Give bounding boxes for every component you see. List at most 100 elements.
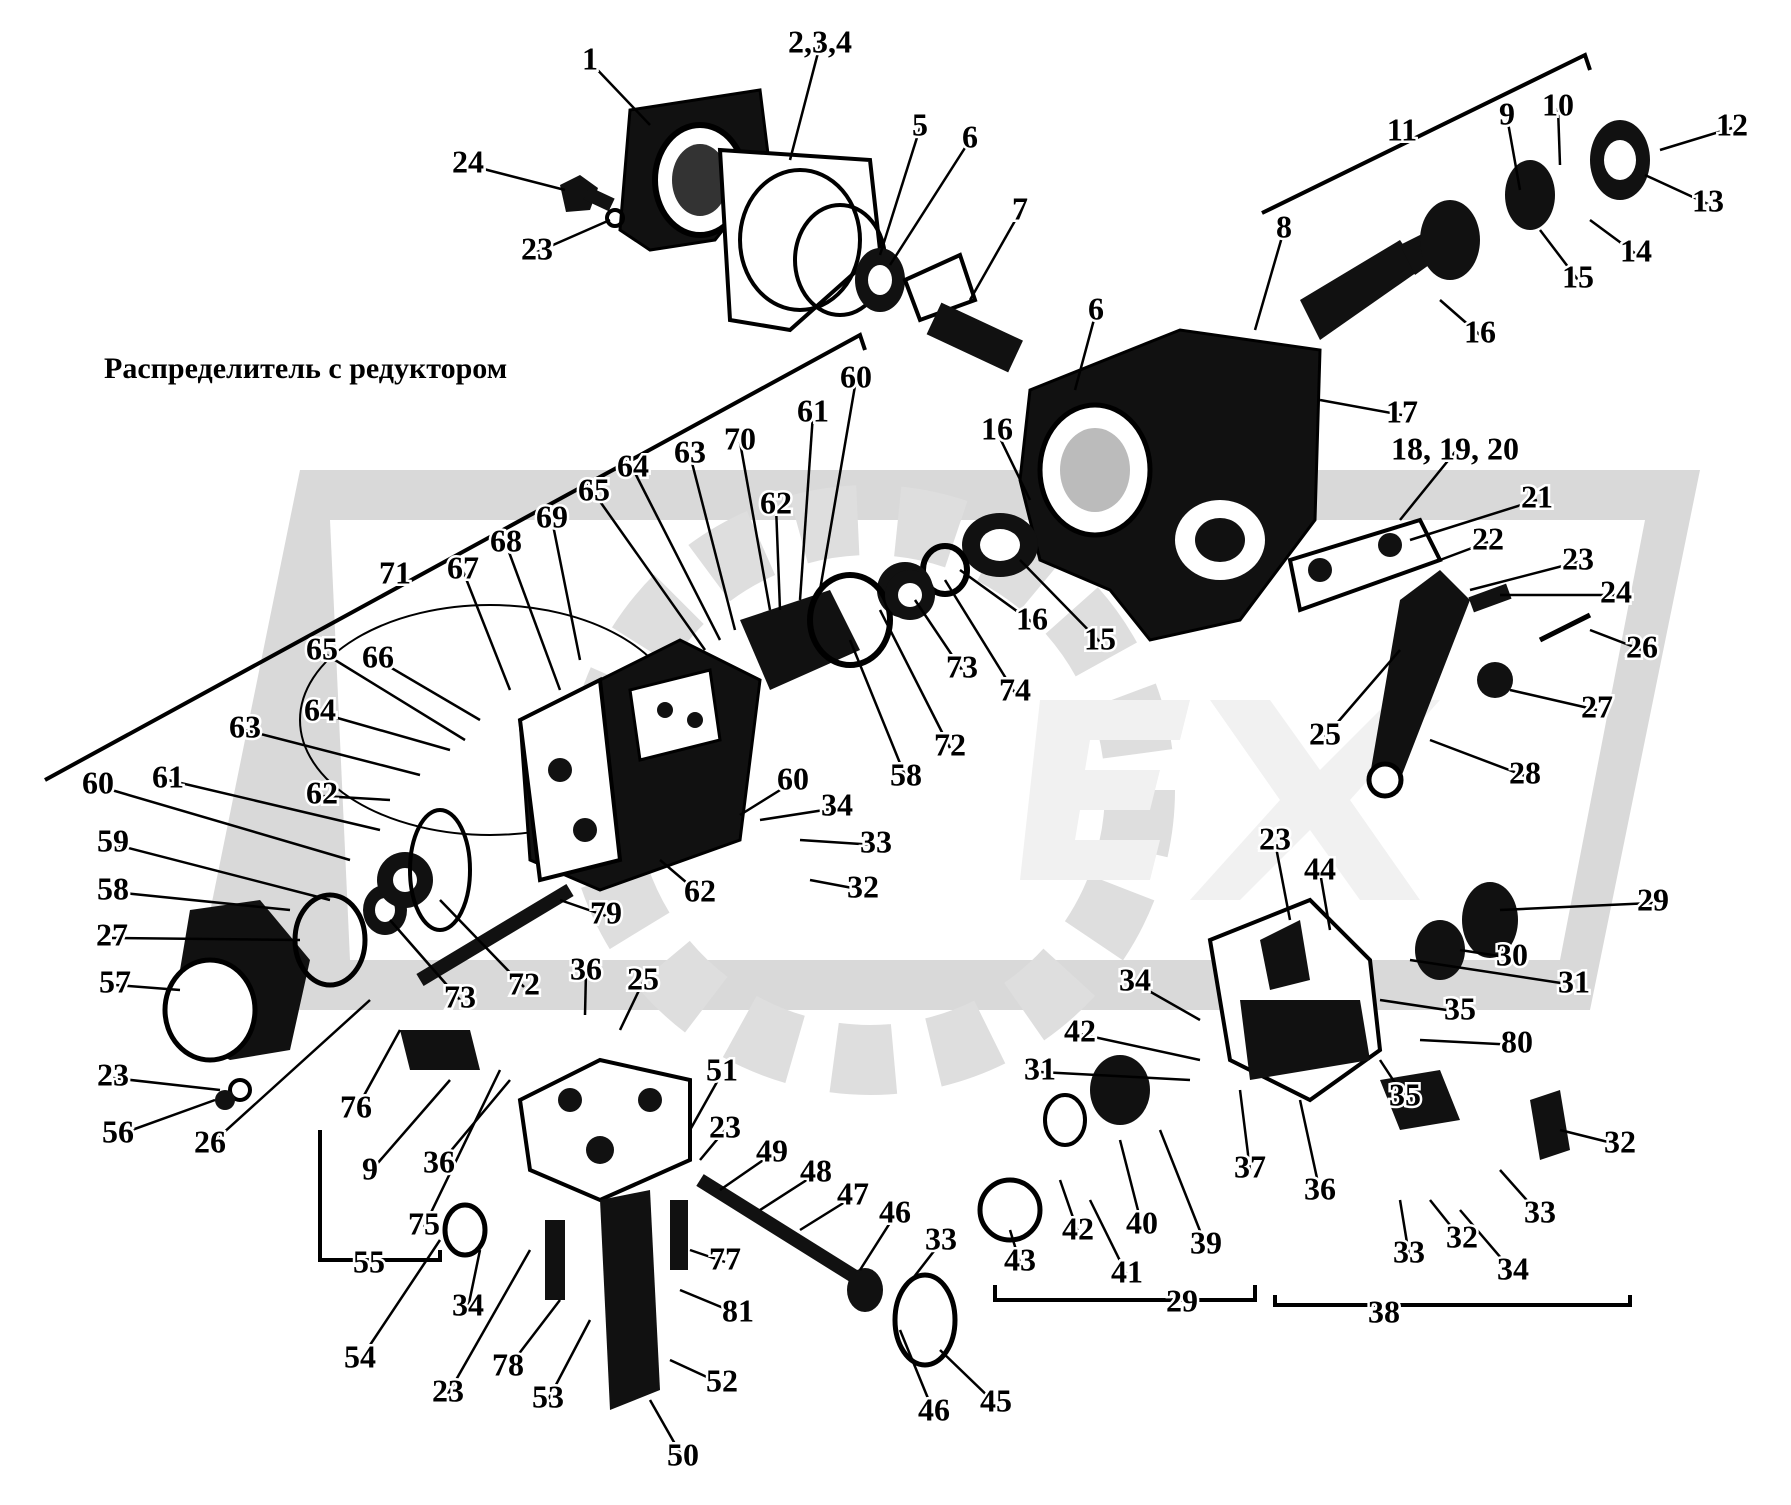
leader-line-p10 xyxy=(1556,107,1562,166)
part-label-p23d: 23 xyxy=(709,1108,741,1144)
part-label-p30: 30 xyxy=(1496,936,1528,972)
leader-line-p17 xyxy=(1319,398,1403,417)
part-label-p64a: 64 xyxy=(617,447,649,483)
part-label-p60a: 60 xyxy=(840,358,872,394)
leader-line-p72a xyxy=(878,609,952,749)
part-label-p73a: 73 xyxy=(946,648,978,684)
part-label-p60c: 60 xyxy=(777,760,809,796)
leader-line-p6b xyxy=(1073,311,1098,391)
leader-line-p62b xyxy=(321,794,391,802)
leader-line-p16b xyxy=(995,431,1032,501)
leader-line-p64a xyxy=(631,468,722,641)
part-label-p24b: 24 xyxy=(1600,573,1632,609)
leader-line-p49 xyxy=(719,1152,773,1192)
leader-line-p70 xyxy=(738,441,772,611)
part-label-p55: 55 xyxy=(353,1243,385,1279)
leader-line-p62c xyxy=(659,859,701,895)
leader-line-p75 xyxy=(422,1069,502,1228)
part-label-p74: 74 xyxy=(999,671,1031,707)
part-label-p18: 18, 19, 20 xyxy=(1391,430,1519,466)
part-label-p78: 78 xyxy=(492,1346,524,1382)
leader-line-p65b xyxy=(321,650,466,742)
part-label-p50: 50 xyxy=(667,1436,699,1472)
part-label-p12: 12 xyxy=(1716,106,1748,142)
part-label-p13: 13 xyxy=(1692,182,1724,218)
leader-line-p9b xyxy=(369,1079,451,1173)
leader-line-p61b xyxy=(167,778,381,832)
leader-line-p1 xyxy=(589,61,651,126)
part-label-p63b: 63 xyxy=(229,708,261,744)
part-label-p75: 75 xyxy=(408,1205,440,1241)
leader-line-p63b xyxy=(244,728,421,777)
part-label-p26a: 26 xyxy=(1626,628,1658,664)
leader-line-p25b xyxy=(618,981,645,1031)
part-label-p25b: 25 xyxy=(627,960,659,996)
leader-line-p80 xyxy=(1419,1038,1518,1047)
leader-line-p15a xyxy=(1539,229,1579,281)
leader-line-p60b xyxy=(97,784,351,862)
leader-line-p18 xyxy=(1399,451,1456,521)
leader-line-p22 xyxy=(1439,540,1489,562)
leader-line-p16a xyxy=(1439,299,1481,336)
part-label-p17: 17 xyxy=(1386,393,1418,429)
leader-line-p73a xyxy=(913,599,964,671)
part-label-p15a: 15 xyxy=(1562,258,1594,294)
part-label-p58a: 58 xyxy=(890,756,922,792)
part-label-p36b: 36 xyxy=(423,1143,455,1179)
part-label-p16a: 16 xyxy=(1464,313,1496,349)
leader-line-p33b xyxy=(899,1241,942,1296)
leader-line-p54 xyxy=(358,1239,442,1361)
part-label-p53: 53 xyxy=(532,1378,564,1414)
watermark xyxy=(190,470,1700,1095)
part-label-p26b: 26 xyxy=(194,1123,226,1159)
leader-line-p40 xyxy=(1118,1139,1144,1227)
leader-line-p66 xyxy=(377,658,481,722)
leader-line-p51 xyxy=(688,1072,724,1131)
diagram-title: Распределитель с редуктором xyxy=(104,352,508,385)
leader-line-p16c xyxy=(959,568,1033,624)
part-label-p61a: 61 xyxy=(797,392,829,428)
leader-line-p26b xyxy=(209,999,371,1146)
leader-line-p32b xyxy=(1559,1128,1621,1147)
leader-line-p61a xyxy=(798,413,815,601)
part-label-p11: 11 xyxy=(1387,111,1417,147)
leader-line-p58a xyxy=(848,639,908,779)
part-label-p64b: 64 xyxy=(304,691,336,727)
part-label-p23f: 23 xyxy=(1259,820,1291,856)
part-label-p23e: 23 xyxy=(432,1372,464,1408)
part-label-p49: 49 xyxy=(756,1132,788,1168)
leader-line-p50 xyxy=(648,1399,685,1459)
leader-line-p26a xyxy=(1589,628,1643,652)
part-label-p48: 48 xyxy=(800,1152,832,1188)
part-label-p28: 28 xyxy=(1509,754,1541,790)
leader-line-p35a xyxy=(1379,998,1461,1014)
part-label-p23c: 23 xyxy=(97,1056,129,1092)
leader-line-p23e xyxy=(446,1249,532,1395)
leader-line-p63a xyxy=(688,454,737,631)
part-label-p72a: 72 xyxy=(934,726,966,762)
part-label-p67: 67 xyxy=(447,549,479,585)
part-label-p33b: 33 xyxy=(925,1220,957,1256)
part-label-p5: 5 xyxy=(912,106,928,142)
part-label-p15b: 15 xyxy=(1084,620,1116,656)
part-label-p57: 57 xyxy=(99,963,131,999)
leader-line-p44 xyxy=(1318,871,1332,931)
part-label-p23b: 23 xyxy=(1562,540,1594,576)
leader-lines xyxy=(97,44,1733,1459)
part-label-p37: 37 xyxy=(1234,1148,1266,1184)
part-label-p6b: 6 xyxy=(1088,290,1104,326)
leader-line-p64b xyxy=(319,711,451,752)
part-label-p43: 43 xyxy=(1004,1241,1036,1277)
part-label-p1: 1 xyxy=(582,40,598,76)
part-label-p59: 59 xyxy=(97,822,129,858)
leader-line-p33a xyxy=(799,838,877,847)
part-label-p9a: 9 xyxy=(1499,95,1515,131)
leader-line-p25a xyxy=(1324,649,1401,738)
leader-line-p57 xyxy=(114,983,181,992)
leader-line-p62a xyxy=(774,505,782,611)
leader-line-p42a xyxy=(1079,1032,1201,1062)
top-cover-assembly xyxy=(618,88,1023,373)
leader-line-p14 xyxy=(1589,218,1637,256)
